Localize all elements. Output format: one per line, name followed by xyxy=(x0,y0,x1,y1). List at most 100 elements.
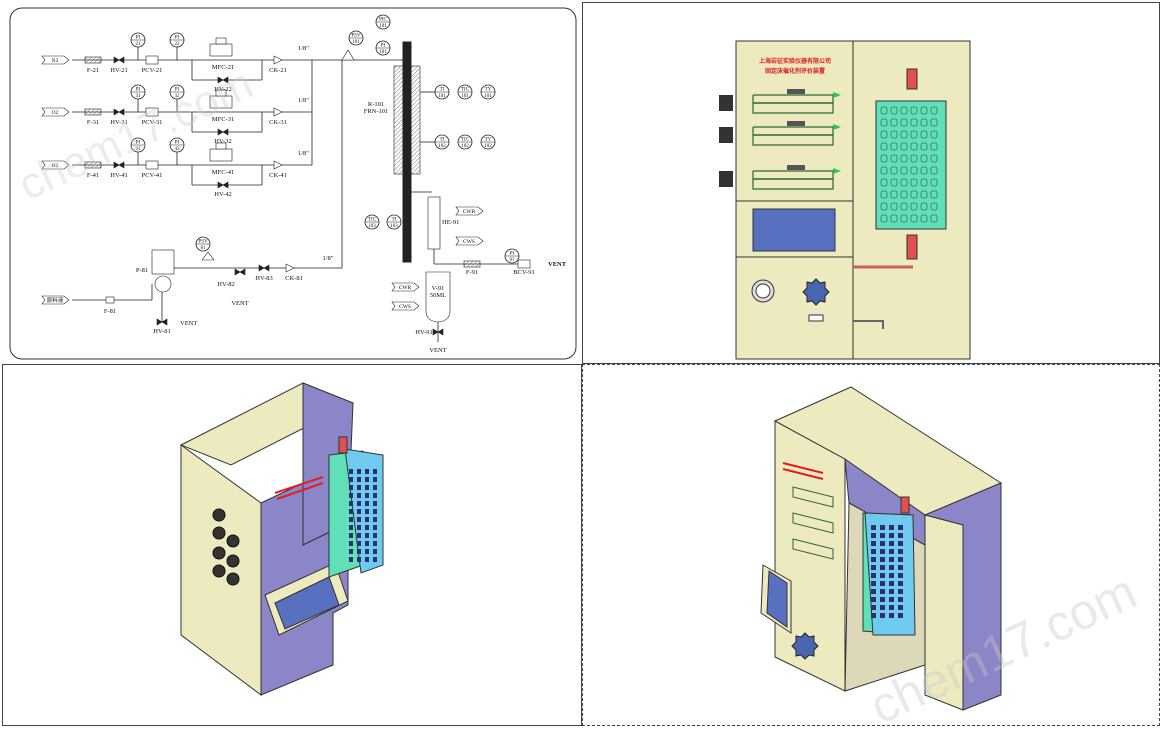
iso-b-vents xyxy=(871,525,903,618)
valve-icon xyxy=(234,268,246,276)
instrument-tag: PI xyxy=(510,252,515,257)
check-valve-icon xyxy=(273,107,283,117)
filter-icon xyxy=(463,260,481,268)
mfc-icon xyxy=(209,43,233,57)
iso-view-a xyxy=(179,382,384,696)
instrument-tag: PI xyxy=(175,36,180,41)
top-fitting xyxy=(906,68,918,90)
mfc-tag: MFC-31 xyxy=(212,116,234,123)
valve-knob-icon xyxy=(719,95,733,111)
instrument-number: 101 xyxy=(438,94,446,99)
furnace-tag: FRN-101 xyxy=(364,108,389,115)
filter-icon xyxy=(84,108,102,116)
valve-tag: HV-81 xyxy=(153,328,170,335)
valve-icon xyxy=(432,328,444,336)
gas-inlet-tag xyxy=(41,107,70,117)
check-tag: CK-21 xyxy=(269,67,287,74)
furnace-vents xyxy=(880,106,938,223)
cwr-tag xyxy=(455,206,484,216)
instrument-number: 101 xyxy=(484,94,492,99)
stream-label: O2 xyxy=(52,110,59,116)
vent-label: VENT xyxy=(231,300,248,307)
iso-b-mfc-rows xyxy=(792,486,834,560)
instrument-tag: TIC xyxy=(368,218,377,223)
instrument-tag: PIC xyxy=(379,18,387,23)
line-size: 1/8" xyxy=(323,255,334,262)
pcv-icon xyxy=(145,55,159,65)
psv-icon xyxy=(341,49,355,61)
line-size: 1/8" xyxy=(298,97,309,104)
knob-icon xyxy=(226,554,240,568)
filter-icon xyxy=(84,161,102,169)
instrument-number: 31 xyxy=(136,94,142,99)
pump-tag: P-81 xyxy=(136,267,148,274)
line-size: 1/8" xyxy=(298,150,309,157)
instrument-tag: TI xyxy=(440,138,445,143)
check-valve-icon xyxy=(285,263,295,273)
psv-icon xyxy=(201,251,215,261)
vessel-icon xyxy=(425,271,451,323)
bypass-tag: HV-22 xyxy=(214,86,231,93)
front-view-drawing: 上海岩征实验仪器有限公司 固定床催化剂评价装置 xyxy=(719,40,971,360)
bcv-tag: BCV-91 xyxy=(513,269,534,276)
valve-tag: HV-41 xyxy=(110,172,127,179)
reactor-tube-icon xyxy=(402,41,412,263)
instrument-number: 103 xyxy=(390,224,398,229)
instrument-tag: PI xyxy=(175,141,180,146)
mfc-row xyxy=(792,512,834,534)
bypass-tag: HV-32 xyxy=(214,138,231,145)
valve-icon xyxy=(113,56,125,64)
instrument-tag: TI xyxy=(392,218,397,223)
instrument-number: 102 xyxy=(484,144,492,149)
instrument-number: 41 xyxy=(136,147,142,152)
check-valve-icon xyxy=(273,160,283,170)
stream-label: CWR xyxy=(463,209,476,215)
bypass-valve-icon xyxy=(217,128,229,136)
instrument-number: 22 xyxy=(175,42,181,47)
knob-icon xyxy=(802,278,830,306)
arrow-icon xyxy=(833,168,841,174)
instrument-number: 101 xyxy=(461,94,469,99)
instrument-tag: PI xyxy=(175,88,180,93)
stream-label: N2 xyxy=(52,58,59,64)
knob-icon xyxy=(212,508,226,522)
bottom-fitting xyxy=(906,234,918,260)
cws-tag xyxy=(455,236,484,246)
bypass-valve-icon xyxy=(217,76,229,84)
pcv-icon xyxy=(145,107,159,117)
mfc-row xyxy=(792,538,834,560)
pump-icon xyxy=(151,249,175,275)
instrument-number: 81 xyxy=(201,246,207,251)
valve-knob-icon xyxy=(719,127,733,143)
cws-tag xyxy=(391,301,420,311)
stream-label: CWR xyxy=(399,285,412,291)
instrument-number: 101 xyxy=(379,50,387,55)
stream-label: H2 xyxy=(52,163,59,169)
mfc-row xyxy=(719,89,841,114)
instrument-tag: TY xyxy=(485,138,492,143)
stream-label: CWS xyxy=(463,239,475,245)
check-tag: CK-41 xyxy=(269,172,287,179)
pcv-tag: PCV-31 xyxy=(142,119,163,126)
check-tag: CK-31 xyxy=(269,119,287,126)
instrument-number: 102 xyxy=(438,144,446,149)
instrument-tag: TI xyxy=(440,88,445,93)
filter-tag: F-41 xyxy=(87,172,99,179)
filter-tag: F-21 xyxy=(87,67,99,74)
touch-screen xyxy=(274,576,340,630)
instrument-tag: PI xyxy=(136,36,141,41)
touch-screen xyxy=(752,208,836,252)
instrument-tag: PI xyxy=(381,44,386,49)
vent-label: VENT xyxy=(180,320,197,327)
knob-icon xyxy=(226,534,240,548)
line-size: 1/8" xyxy=(298,45,309,52)
instrument-number: 42 xyxy=(175,147,181,152)
filter-tag: F-31 xyxy=(87,119,99,126)
instrument-tag: TIC xyxy=(461,88,470,93)
mfc-icon xyxy=(209,148,233,162)
reactor-tag: R-101 xyxy=(368,101,384,108)
vessel-volume: 50ML xyxy=(430,292,446,299)
valve-icon xyxy=(113,108,125,116)
pcv-tag: PCV-41 xyxy=(142,172,163,179)
company-name: 上海岩征实验仪器有限公司 xyxy=(759,57,831,65)
